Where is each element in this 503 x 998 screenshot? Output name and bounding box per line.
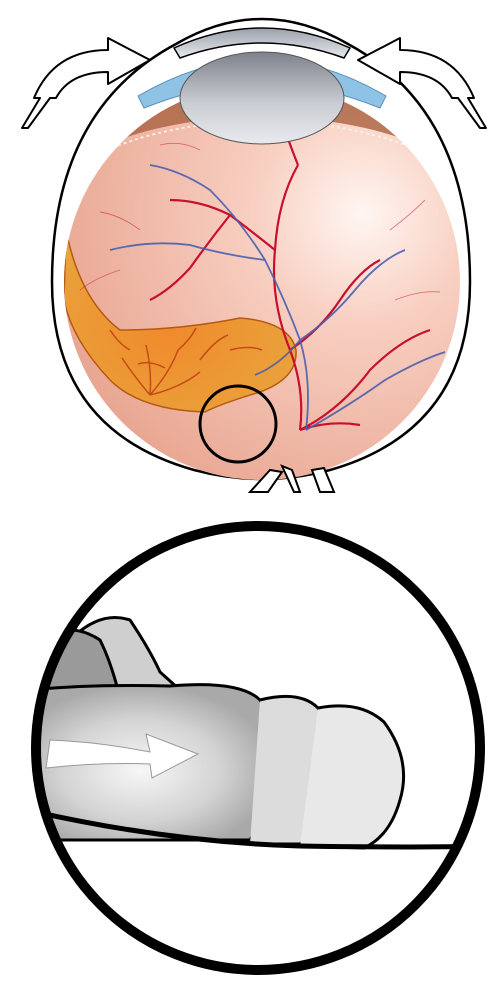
detail-lobe-2 [300, 706, 404, 848]
detail-view [10, 526, 500, 970]
lens [180, 52, 344, 144]
eyeball [52, 19, 480, 500]
